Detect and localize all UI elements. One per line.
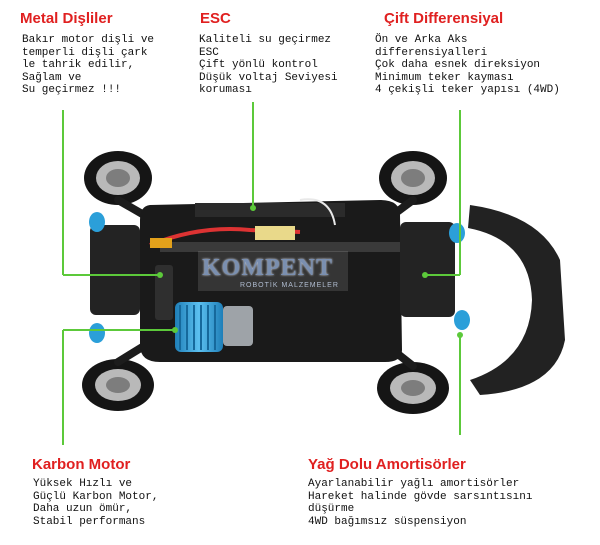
drive-shaft xyxy=(160,242,400,252)
shock-absorbers-title: Yağ Dolu Amortisörler xyxy=(308,456,466,473)
esc-plug xyxy=(255,226,295,240)
differential-title: Çift Differensiyal xyxy=(384,10,504,27)
front-bumper xyxy=(468,205,565,395)
spur-gear xyxy=(155,265,173,320)
metal-gears-title: Metal Dişliler xyxy=(20,10,113,27)
tire-front-left xyxy=(84,151,152,205)
leader-lines xyxy=(62,102,461,445)
connector xyxy=(150,238,172,248)
tire-front-right xyxy=(379,151,447,205)
rear-gearbox xyxy=(90,225,140,315)
carbon-motor-part xyxy=(175,302,253,352)
tire-rear-left xyxy=(82,359,154,411)
esc-title: ESC xyxy=(200,10,231,27)
metal-gears-description: Bakır motor dişli ve temperli dişli çark… xyxy=(22,34,155,96)
differential-description: Ön ve Arka Aks differensiyalleri Çok dah… xyxy=(375,34,560,96)
carbon-motor-description: Yüksek Hızlı ve Güçlü Karbon Motor, Daha… xyxy=(33,478,159,528)
front-gearbox xyxy=(400,222,455,317)
tire-rear-right xyxy=(377,362,449,414)
esc-description: Kaliteli su geçirmez ESC Çift yönlü kont… xyxy=(199,34,338,96)
carbon-motor-title: Karbon Motor xyxy=(32,456,131,473)
kompent-watermark-logo: KOMPENT xyxy=(202,255,333,281)
kompent-watermark-subtitle: ROBOTİK MALZEMELER xyxy=(240,282,339,289)
top-plate xyxy=(195,203,345,217)
shock-absorbers-description: Ayarlanabilir yağlı amortisörler Hareket… xyxy=(308,478,533,528)
blue-hubs xyxy=(89,212,470,343)
